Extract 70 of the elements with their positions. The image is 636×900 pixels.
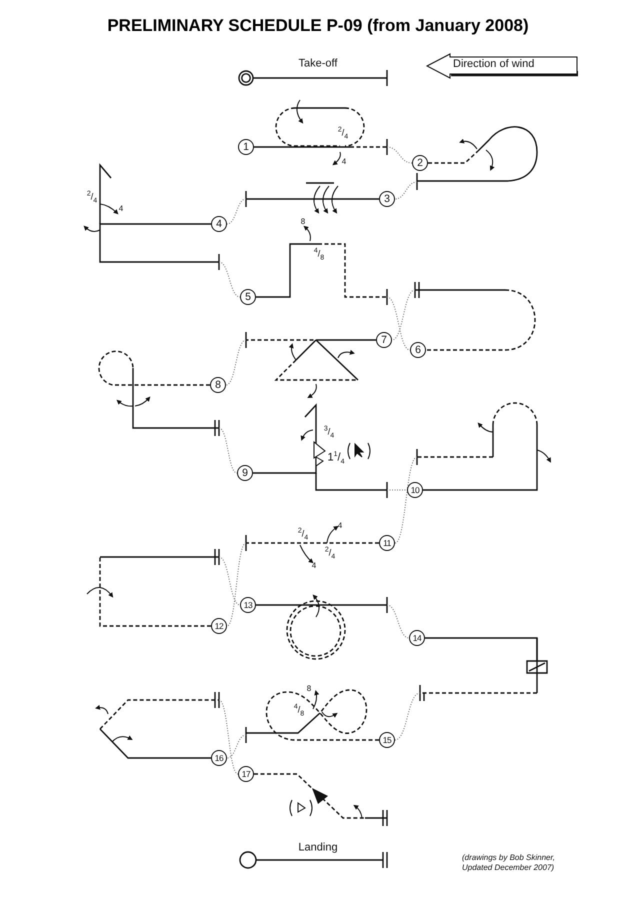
fraction-label: $^{2}$/$_{4}$ [338, 128, 348, 138]
aerobatic-figure-drawing [86, 549, 240, 627]
figure-number: 11 [383, 538, 391, 548]
figure-number-circle [211, 750, 227, 766]
fraction-label: $^{2}$/$_{4}$ [86, 192, 98, 202]
figure-number-circle [376, 332, 392, 348]
wind-label: Direction of wind [453, 58, 534, 70]
figure-number-circle [412, 155, 428, 171]
figure-number-circle [210, 377, 226, 393]
figure-number-circle [211, 216, 227, 232]
aerobatic-figure-drawing [392, 282, 536, 351]
figure-number: 15 [382, 736, 392, 744]
figure-number: 14 [412, 634, 422, 642]
roll-count-label: 8 [306, 685, 312, 693]
figure-number: 10 [410, 486, 420, 494]
figure-number: 16 [214, 754, 224, 762]
roll-count-label: 4 [338, 522, 342, 530]
figure-number: 7 [381, 334, 387, 346]
figure-number-circle [237, 465, 253, 481]
figure-number-circle [407, 482, 423, 498]
figure-number-circle [211, 618, 227, 634]
figure-number-circle [240, 597, 256, 613]
aerobatic-figure-drawing [226, 526, 379, 626]
figure-number-circle [379, 191, 395, 207]
figure-number-circle [379, 732, 395, 748]
figure-number: 17 [242, 770, 250, 778]
aerobatic-figure-drawing [394, 126, 538, 200]
fraction-label: $^{4}$/$_{8}$ [294, 706, 304, 714]
aerobatic-figure-drawing [226, 689, 379, 758]
figure-number: 6 [415, 344, 421, 356]
caption: (drawings by Bob Skinner, Updated December 2007) [462, 853, 556, 872]
figure-number: 8 [215, 380, 221, 390]
aerobatic-figure-drawing [394, 637, 548, 740]
figure-number: 12 [214, 622, 224, 630]
roll-count-label: 4 [312, 562, 316, 570]
title: PRELIMINARY SCHEDULE P-09 (from January 2008) [106, 16, 530, 36]
figure-label: Landing [298, 842, 338, 854]
figure-number-circle [410, 342, 426, 358]
fraction-label: $^{2}$/$_{4}$ [324, 548, 336, 558]
roll-count-label: 4 [118, 205, 124, 213]
aerobatic-figure-drawing [253, 403, 408, 498]
figure-number-circle [238, 139, 254, 155]
figure-number-circle [238, 766, 254, 782]
figure-number: 9 [242, 468, 248, 478]
fraction-label: $^{4}$/$_{8}$ [314, 250, 324, 258]
figure-number: 5 [245, 292, 251, 302]
aerobatic-figure-drawing [226, 332, 376, 398]
aerobatic-figure-drawing [394, 402, 552, 544]
figure-number: 1 [243, 142, 249, 152]
fraction-label: 1$^{1}$/$_{4}$ [328, 452, 344, 464]
aerobatic-figure-drawing [256, 594, 410, 660]
roll-count-label: 8 [300, 218, 306, 226]
aerobatic-figure-drawing [98, 350, 238, 474]
roll-count-label: 4 [342, 158, 346, 166]
aerobatic-figure-drawing [254, 100, 412, 166]
aerobatic-figure-drawing [95, 692, 238, 774]
figure-number: 13 [244, 600, 252, 610]
figure-number-circle [409, 630, 425, 646]
aerobatic-figure-drawing [226, 182, 379, 224]
aerobatic-figure-drawing [256, 226, 410, 350]
figure-number-circle [240, 289, 256, 305]
figure-label: Take-off [298, 58, 338, 70]
fraction-label: $^{2}$/$_{4}$ [298, 530, 308, 538]
figure-number: 3 [384, 194, 390, 204]
figure-number-circle [379, 535, 395, 551]
figure-number: 4 [216, 218, 222, 230]
wind-arrow-box [426, 53, 578, 79]
fraction-label: $^{3}$/$_{4}$ [324, 428, 334, 436]
aerobatic-figure-drawing [84, 163, 240, 298]
figure-number: 2 [417, 158, 423, 168]
